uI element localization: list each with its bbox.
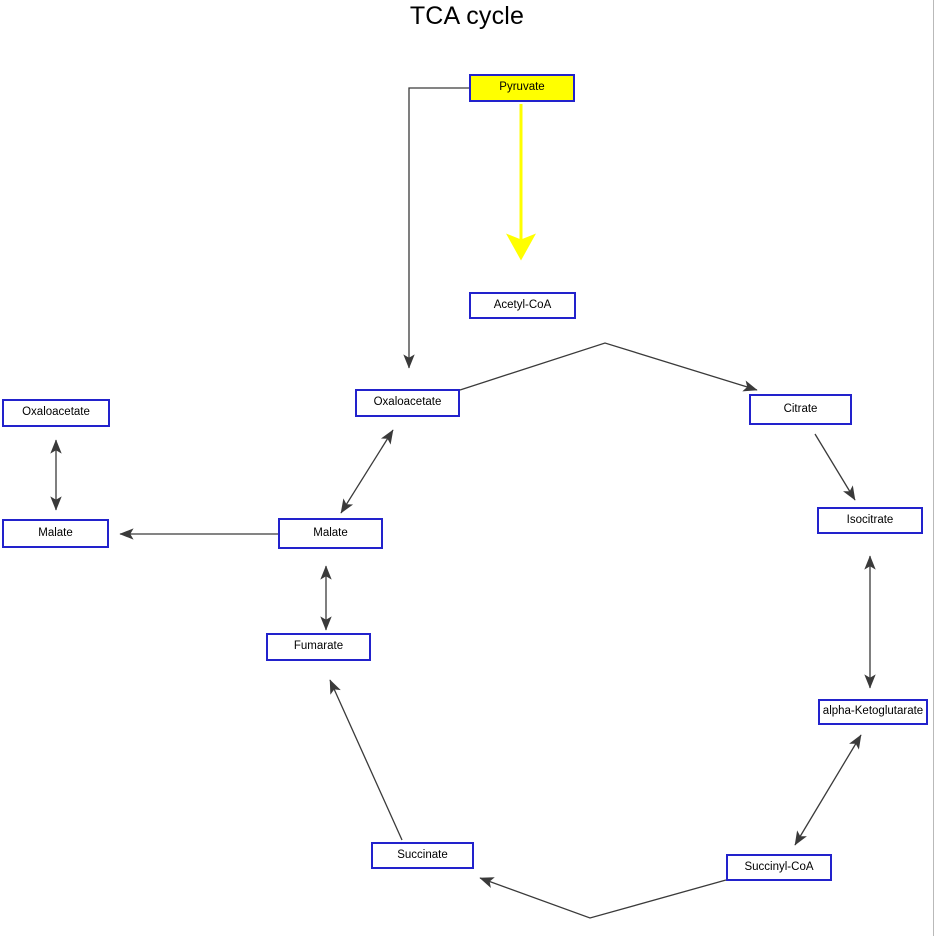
page-title: TCA cycle (409, 2, 525, 30)
edge-alpha-ketoglutarate-succinyl-coa (794, 734, 862, 846)
node-label: Succinate (397, 848, 448, 861)
edge-succinyl-coa-to-succinate (479, 877, 727, 919)
edge-pyruvate-to-oxaloacetate (403, 87, 469, 369)
node-succinate[interactable]: Succinate (371, 842, 474, 869)
node-fumarate[interactable]: Fumarate (266, 633, 371, 661)
node-label: Malate (38, 526, 73, 539)
node-label: Acetyl-CoA (493, 298, 552, 311)
node-label: Oxaloacetate (373, 396, 442, 409)
edge-oxaloacetate-to-citrate (459, 342, 758, 392)
node-succinyl-coa[interactable]: Succinyl-CoA (726, 854, 832, 881)
node-citrate[interactable]: Citrate (749, 394, 852, 425)
edge-malate-oxaloacetate (340, 429, 394, 514)
node-acetyl-coa[interactable]: Acetyl-CoA (469, 292, 576, 319)
node-label: Citrate (783, 402, 818, 415)
node-label: Fumarate (293, 640, 344, 653)
node-label: Succinyl-CoA (744, 860, 814, 873)
edge-citrate-to-isocitrate (814, 433, 856, 501)
node-isocitrate[interactable]: Isocitrate (817, 507, 923, 534)
node-malate-left[interactable]: Malate (2, 519, 109, 548)
node-label: Malate (313, 526, 348, 539)
node-oxaloacetate-cycle[interactable]: Oxaloacetate (355, 389, 460, 417)
edge-succinate-to-fumarate (329, 679, 403, 841)
node-alpha-ketoglutarate[interactable]: alpha-Ketoglutarate (818, 699, 928, 725)
node-label: alpha-Ketoglutarate (822, 705, 924, 718)
node-label: Pyruvate (499, 81, 545, 94)
node-oxaloacetate-left[interactable]: Oxaloacetate (2, 399, 110, 427)
node-malate-cycle[interactable]: Malate (278, 518, 383, 549)
node-pyruvate[interactable]: Pyruvate (469, 74, 575, 102)
node-label: Oxaloacetate (22, 406, 90, 419)
node-label: Isocitrate (846, 513, 894, 526)
